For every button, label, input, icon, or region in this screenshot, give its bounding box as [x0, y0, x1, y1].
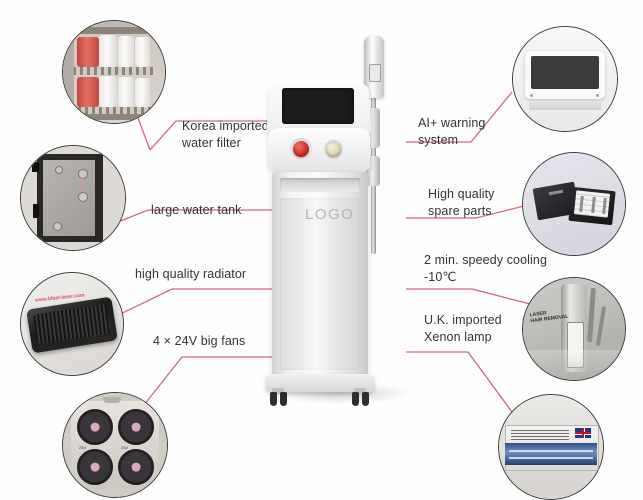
label-water-filter: Korea imported water filter: [182, 119, 269, 150]
machine-base: [266, 374, 374, 392]
machine-screen[interactable]: [282, 88, 354, 124]
wheel-arm-left: [272, 388, 284, 394]
machine-logo: LOGO: [305, 206, 355, 223]
label-spare-parts: High quality spare parts: [428, 187, 495, 218]
body-front-panel: [280, 198, 360, 370]
spare-parts-photo: [522, 152, 626, 256]
label-radiator: high quality radiator: [135, 267, 247, 281]
label-xenon-lamp: U.K. imported Xenon lamp: [424, 313, 502, 344]
body-vent-slot: [280, 178, 360, 192]
handpiece-photo: LASER HAIR REMOVAL: [522, 277, 626, 381]
label-water-tank: large water tank: [151, 203, 242, 217]
key-switch-button[interactable]: [326, 142, 341, 157]
screen-photo: [512, 26, 618, 132]
caster-wheel-rear-left: [280, 392, 287, 406]
caster-wheel-rear-right: [362, 392, 369, 406]
water-tank-photo: [20, 145, 126, 251]
caster-wheel-front-right: [352, 392, 359, 406]
uk-flag-icon: [575, 428, 591, 438]
caster-wheel-front-left: [270, 392, 277, 406]
leader-cooling: [406, 288, 535, 306]
laser-machine: LOGO: [258, 30, 418, 406]
emergency-stop-button[interactable]: [293, 141, 309, 157]
label-fans: 4 × 24V big fans: [153, 334, 246, 348]
wand-window: [369, 64, 381, 82]
water-filter-photo: [62, 20, 166, 124]
leader-xenon: [406, 351, 513, 413]
label-ai-warning: AI+ warning system: [418, 116, 486, 147]
fans-photo: 24V 24V: [62, 392, 168, 498]
console-face: [268, 128, 370, 170]
radiator-photo: www.bfast-laser.com: [20, 272, 124, 376]
wheel-arm-right: [354, 388, 366, 394]
xenon-lamp-photo: [498, 394, 604, 500]
handpiece-wand[interactable]: [364, 36, 384, 98]
label-speedy-cooling: 2 min. speedy cooling -10℃: [424, 253, 548, 284]
